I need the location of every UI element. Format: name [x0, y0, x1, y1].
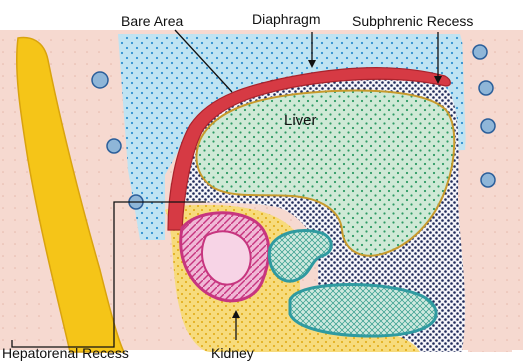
label-bare-area: Bare Area	[121, 14, 183, 28]
label-subphrenic-recess: Subphrenic Recess	[352, 14, 473, 28]
label-liver: Liver	[284, 113, 317, 128]
bowel-loop-lower	[290, 285, 436, 336]
label-diaphragm: Diaphragm	[252, 12, 320, 26]
label-hepatorenal-recess: Hepatorenal Recess	[2, 346, 129, 360]
label-kidney: Kidney	[211, 346, 254, 360]
kidney-inner	[202, 231, 251, 284]
